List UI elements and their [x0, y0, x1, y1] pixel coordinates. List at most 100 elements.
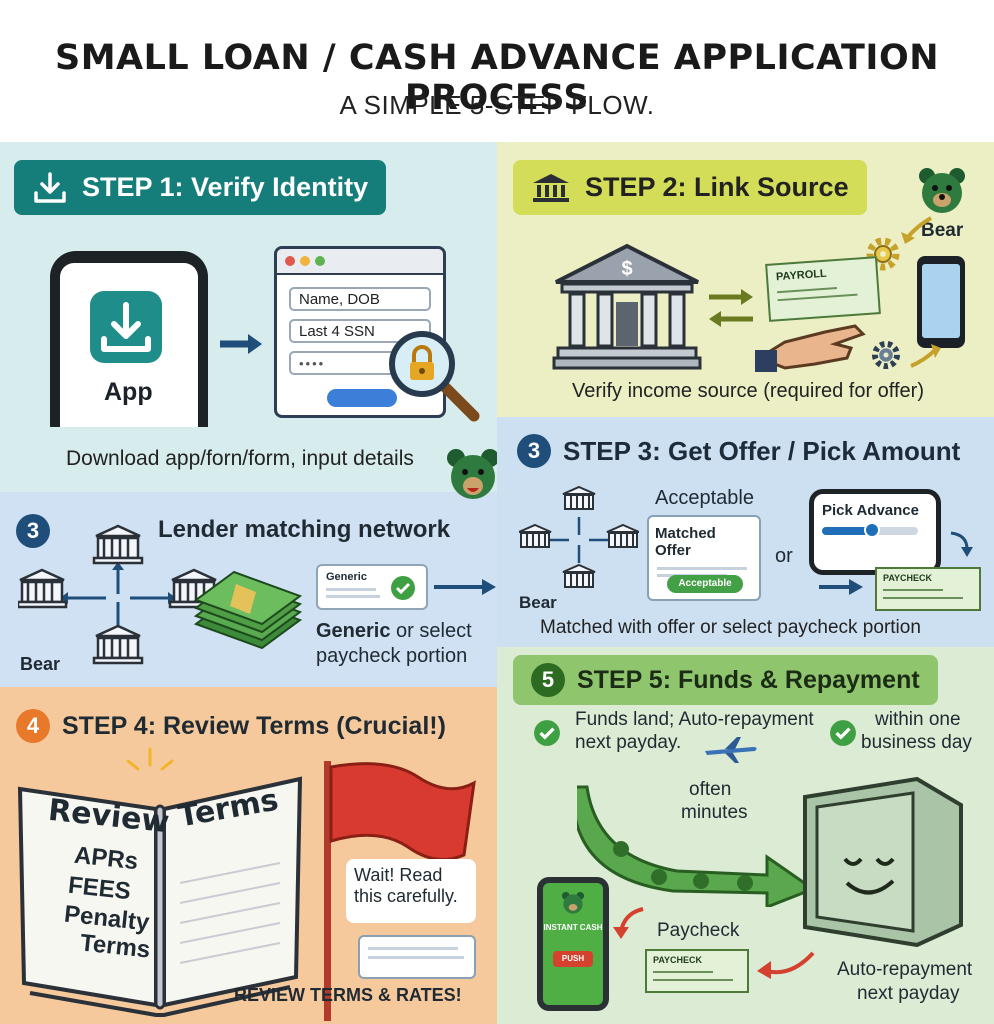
- bear-mascot-icon: [447, 449, 499, 499]
- name-dob-field[interactable]: Name, DOB: [289, 287, 431, 311]
- pick-advance-title: Pick Advance: [822, 502, 919, 519]
- generic-card-label: Generic: [326, 571, 367, 583]
- wait-line1: Wait! Read: [354, 865, 443, 885]
- gear-icon: [866, 237, 900, 271]
- money-arrow-icon: [577, 785, 817, 907]
- step1-panel: STEP 1: Verify Identity App Name, DOB La…: [0, 142, 497, 492]
- generic-bold: Generic: [316, 620, 391, 642]
- instant-cash-phone[interactable]: INSTANT CASH PUSH: [537, 877, 609, 1011]
- within-line2: business day: [861, 732, 972, 753]
- matching-option-line2: paycheck portion: [316, 645, 468, 667]
- arrow-right-icon: [220, 334, 262, 354]
- push-button[interactable]: PUSH: [553, 951, 593, 967]
- step3-bear-label: Bear: [519, 593, 557, 612]
- exchange-arrows-icon: [709, 289, 753, 327]
- attention-rays-icon: [126, 747, 174, 771]
- step3-panel: 3 STEP 3: Get Offer / Pick Amount Bear A…: [497, 417, 994, 647]
- payroll-label: PAYROLL: [775, 267, 828, 284]
- magnifier-lock-icon: [389, 331, 480, 422]
- step5-heading-text: STEP 5: Funds & Repayment: [577, 665, 920, 694]
- notes-card: [358, 935, 476, 979]
- instant-cash-label: INSTANT CASH: [543, 923, 603, 932]
- paycheck-label: Paycheck: [657, 920, 740, 941]
- step5-panel: 5 STEP 5: Funds & Repayment Funds land; …: [497, 647, 994, 1024]
- step3-heading: 3 STEP 3: Get Offer / Pick Amount: [517, 425, 978, 477]
- step3-caption: Matched with offer or select paycheck po…: [540, 617, 921, 638]
- arrow-to-paycheck-icon: [819, 579, 863, 595]
- check-icon-funds: [534, 720, 560, 746]
- generic-card[interactable]: Generic: [316, 564, 428, 610]
- often-line1: often: [689, 779, 732, 800]
- matched-offer-card[interactable]: Matched Offer Acceptable: [647, 515, 761, 601]
- hand-icon: [755, 324, 866, 372]
- check-icon: [391, 576, 415, 600]
- step1-heading: STEP 1: Verify Identity: [14, 160, 387, 215]
- within-line1: within one: [875, 709, 961, 730]
- svg-text:$: $: [621, 258, 632, 280]
- slider-handle[interactable]: [864, 522, 880, 538]
- ssn-field[interactable]: Last 4 SSN: [289, 319, 431, 343]
- airplane-icon: [705, 737, 757, 763]
- smartphone-icon: [917, 256, 965, 348]
- step4-heading: 4 STEP 4: Review Terms (Crucial!): [16, 709, 446, 743]
- step2-caption: Verify income source (required for offer…: [572, 380, 925, 402]
- funds-line2: next payday.: [575, 732, 682, 753]
- bank-building: $: [552, 243, 702, 370]
- window-dot-yellow: [300, 256, 310, 266]
- step2-heading-text: STEP 2: Link Source: [585, 172, 849, 202]
- paycheck-card: PAYCHECK: [875, 567, 981, 611]
- curved-arrow-icon: [901, 216, 933, 244]
- money-stack-icon: [193, 570, 303, 650]
- lender-network-small: [519, 485, 639, 588]
- funds-line1: Funds land; Auto-repayment: [575, 709, 814, 730]
- app-label: App: [104, 378, 153, 406]
- open-book-icon: [17, 776, 303, 1017]
- step3-heading-text: STEP 3: Get Offer / Pick Amount: [563, 435, 961, 466]
- step5-heading: 5 STEP 5: Funds & Repayment: [513, 655, 938, 705]
- curved-arrow-icon-3: [950, 531, 973, 557]
- or-select: or select: [390, 620, 472, 642]
- bear-label-left: Bear: [20, 654, 61, 674]
- step1-caption: Download app/forn/form, input details: [66, 447, 414, 470]
- bear-icon: [919, 168, 965, 213]
- phone-illustration: [50, 251, 208, 427]
- or-label: or: [775, 545, 793, 567]
- step1-heading-text: STEP 1: Verify Identity: [82, 172, 369, 202]
- window-dot-red: [285, 256, 295, 266]
- arrow-to-step3-icon: [434, 579, 496, 595]
- submit-button[interactable]: [327, 389, 397, 407]
- curved-arrow-icon-5: [757, 951, 815, 979]
- step4-panel: 4 STEP 4: Review Terms (Crucial!) Review…: [0, 687, 497, 1024]
- advance-slider[interactable]: [822, 522, 918, 538]
- step2-heading: STEP 2: Link Source: [513, 160, 867, 215]
- auto-line2: next payday: [857, 983, 960, 1004]
- wait-note: Wait! Read this carefully.: [346, 859, 476, 923]
- step4-footer: REVIEW TERMS & RATES!: [234, 985, 462, 1005]
- often-line2: minutes: [681, 802, 748, 823]
- download-icon: [34, 171, 66, 203]
- acceptable-button[interactable]: Acceptable: [667, 575, 743, 593]
- matching-heading: Lender matching network: [158, 516, 451, 543]
- page-title: SMALL LOAN / CASH ADVANCE APPLICATION PR…: [55, 38, 939, 118]
- step5-number: 5: [531, 663, 565, 697]
- check-icon-business: [830, 720, 856, 746]
- bear-label: Bear: [921, 220, 964, 241]
- wait-line2: this carefully.: [354, 886, 458, 906]
- paycheck-card-label: PAYCHECK: [883, 573, 933, 583]
- bear-phone-icon: [561, 891, 585, 914]
- page-subtitle: A SIMPLE 5-STEP FLOW.: [339, 90, 655, 120]
- paycheck-card-step5: PAYCHECK: [645, 949, 749, 993]
- red-flag-icon: [324, 761, 476, 1021]
- matching-number: 3: [16, 514, 50, 548]
- curved-arrow-icon-2: [910, 344, 941, 368]
- matched-offer-title: Matched Offer: [655, 525, 716, 559]
- step2-panel: STEP 2: Link Source Bear $ PA: [497, 142, 994, 417]
- step3-number: 3: [517, 434, 551, 468]
- matching-panel: 3 Lender matching network Bear Generic: [0, 492, 497, 687]
- window-dot-green: [315, 256, 325, 266]
- step4-heading-text: STEP 4: Review Terms (Crucial!): [62, 711, 446, 740]
- bank-icon: [533, 173, 569, 202]
- pick-advance-phone[interactable]: Pick Advance: [809, 489, 941, 575]
- curved-arrow-icon-4: [613, 907, 644, 939]
- paycheck-card-step5-label: PAYCHECK: [653, 955, 703, 965]
